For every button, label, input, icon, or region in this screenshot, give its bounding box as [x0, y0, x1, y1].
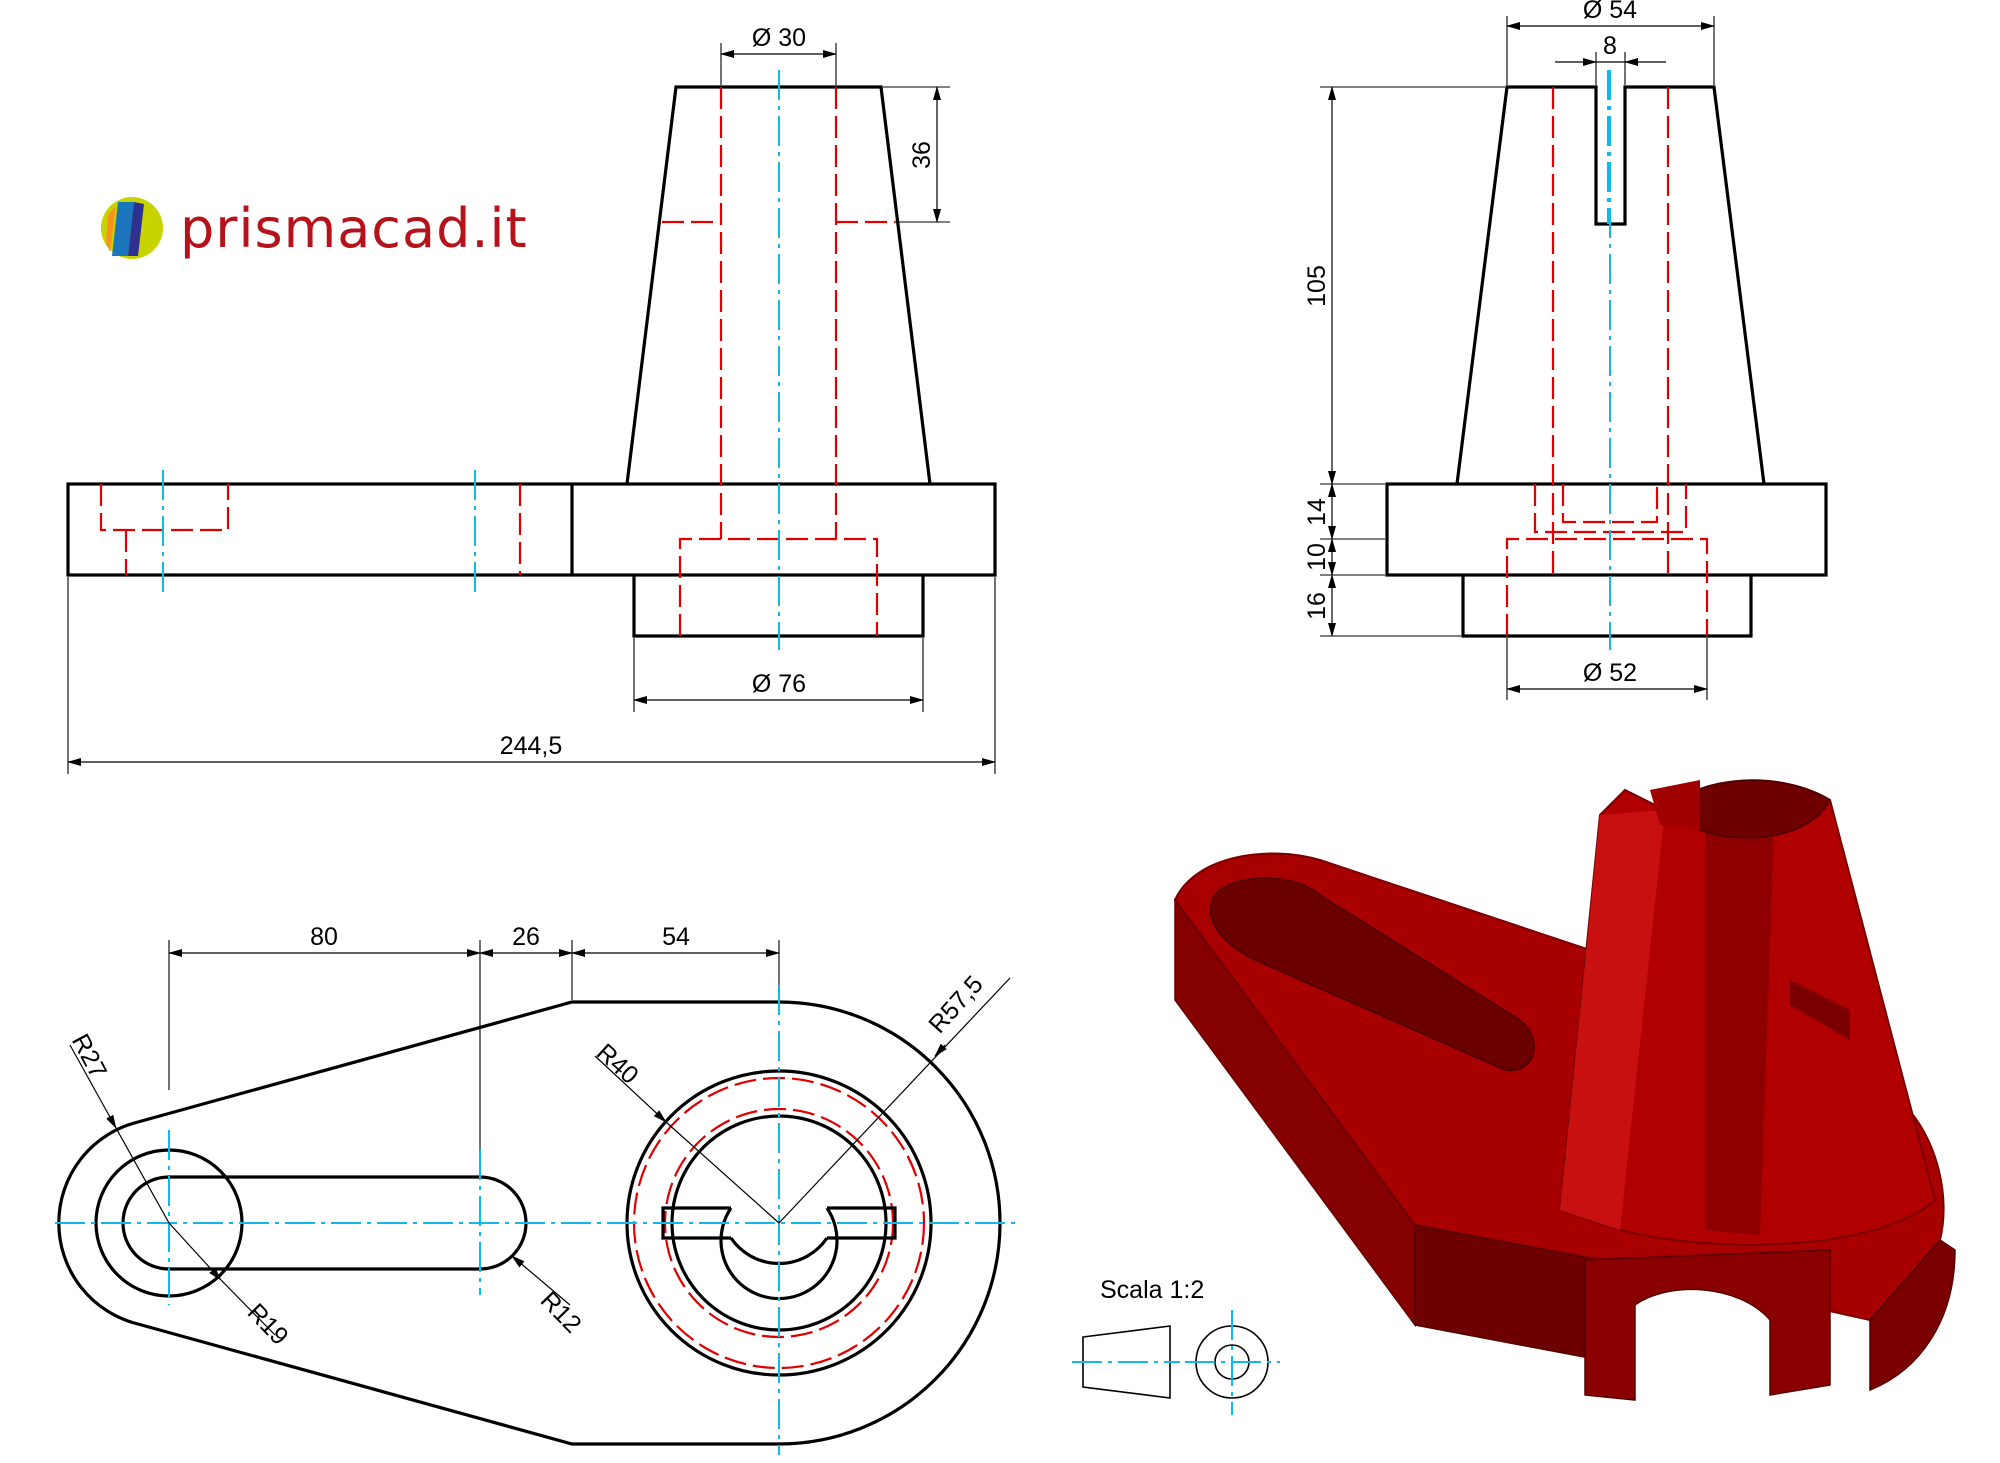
brand-logo: prismacad.it	[98, 193, 528, 263]
side-plate	[1385, 482, 1828, 577]
dim-slot-width: 8	[1603, 32, 1617, 60]
dim-base-diameter: Ø 76	[752, 670, 806, 698]
dim-80: 80	[310, 923, 338, 951]
side-hub	[1461, 575, 1753, 638]
side-cone	[1455, 85, 1766, 485]
dim-overall-length: 244,5	[500, 732, 563, 760]
dim-plate-bottom: 10	[1303, 543, 1331, 571]
dim-r40: R40	[591, 1038, 644, 1090]
dim-26: 26	[512, 923, 540, 951]
projection-symbol: Scala 1:2	[1072, 1276, 1280, 1415]
iso-slot	[1209, 877, 1535, 1072]
front-plate	[66, 482, 997, 577]
dim-side-top-diameter: Ø 54	[1583, 0, 1637, 24]
front-view: Ø 30 36 Ø 76 244,5	[66, 24, 997, 774]
dim-top-diameter: Ø 30	[752, 24, 806, 52]
dim-hub-diameter: Ø 52	[1583, 659, 1637, 687]
iso-view	[1173, 779, 1956, 1401]
dim-r19: R19	[242, 1298, 294, 1350]
dim-plate-top: 14	[1303, 498, 1331, 526]
iso-hub	[1584, 1249, 1831, 1401]
logo-icon	[101, 197, 163, 259]
dim-r12: R12	[535, 1286, 587, 1338]
front-cone	[625, 85, 932, 485]
dim-r27: R27	[66, 1029, 112, 1083]
top-outline	[57, 1000, 1002, 1446]
brand-name: prismacad.it	[180, 196, 528, 260]
side-view: Ø 54 8 105 14 10 16 Ø 52	[1303, 0, 1828, 700]
dim-hub-height: 16	[1303, 592, 1331, 620]
dim-cone-height: 36	[908, 141, 936, 169]
dim-54: 54	[662, 923, 690, 951]
dim-r57: R57,5	[923, 970, 988, 1038]
dim-side-cone-height: 105	[1303, 265, 1331, 307]
scale-label: Scala 1:2	[1100, 1276, 1204, 1304]
top-view: 80 26 54 R57,5 R27 R40 R19 R12	[55, 923, 1015, 1455]
